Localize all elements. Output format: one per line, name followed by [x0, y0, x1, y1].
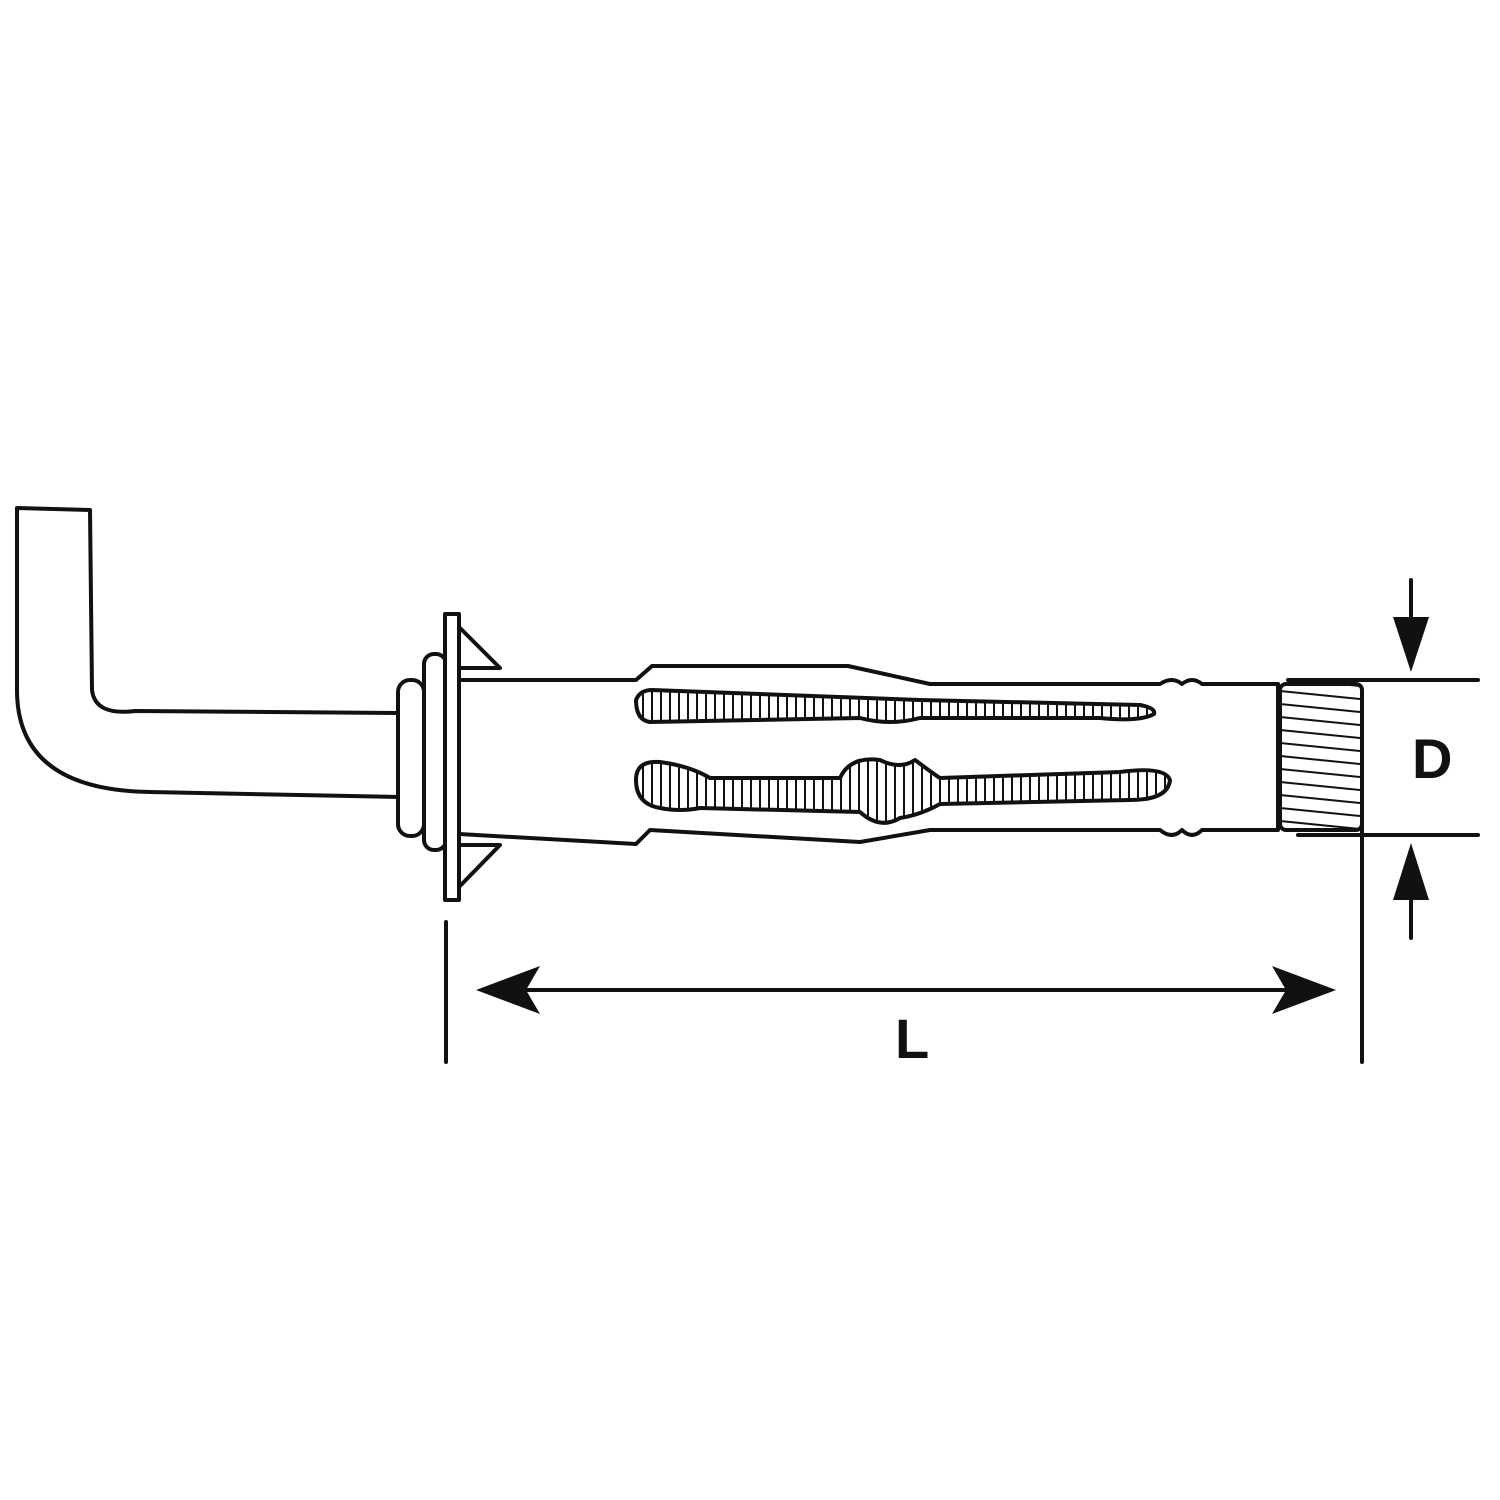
dimension-l-label: L	[895, 1007, 929, 1070]
upper-slot	[634, 688, 1157, 724]
flange-spike-top	[456, 624, 502, 670]
hook	[15, 506, 400, 799]
flange	[443, 612, 502, 902]
flange-plate	[443, 612, 461, 902]
hook-wire	[15, 506, 400, 799]
d-arrowhead-top	[1393, 617, 1429, 672]
lower-slot	[634, 757, 1172, 825]
flange-spike-bottom	[456, 843, 502, 890]
thread-section	[1278, 682, 1364, 832]
collar-ring-outer	[396, 678, 426, 838]
collar-ring-inner	[422, 652, 448, 852]
d-arrowhead-bottom	[1393, 843, 1429, 900]
threaded-tip	[1278, 682, 1364, 832]
l-arrowhead-right	[1272, 966, 1336, 1014]
collar	[396, 652, 448, 852]
dimension-d: D	[1286, 578, 1480, 940]
l-arrowhead-left	[476, 966, 540, 1014]
dimension-d-label: D	[1412, 727, 1452, 790]
dimension-l: L	[444, 818, 1364, 1070]
anchor-sleeve	[457, 664, 1280, 846]
